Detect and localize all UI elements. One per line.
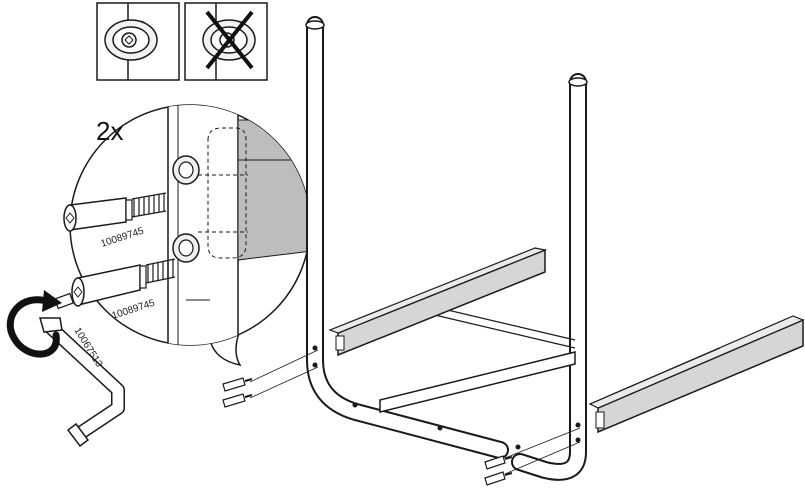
allen-key-tool [39,292,125,448]
incorrect-fit-panel [184,2,268,81]
cross-mark-icon [205,10,254,70]
rotate-arrow-icon [6,290,62,358]
frame-leg-right [511,73,588,481]
bolt-upper [63,192,167,232]
small-bolt-4 [484,471,513,486]
correct-fit-panel [96,2,180,81]
wooden-rail-left [328,247,548,357]
small-bolt-1 [222,377,253,392]
guide-lines [249,349,581,475]
bolt-lower [71,258,176,307]
small-bolt-2 [222,393,253,408]
frame-leg-left [305,16,509,459]
quantity-label: 2x [96,116,123,146]
small-bolt-3 [484,455,513,470]
wooden-rail-right [588,315,805,434]
